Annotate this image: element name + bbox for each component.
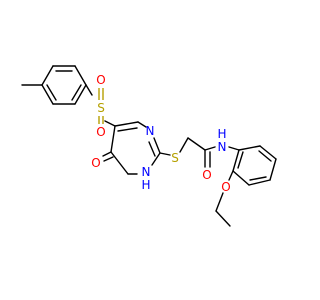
sulfonyl-o-lower-label: O: [96, 125, 105, 139]
phenyl-bond: [259, 145, 277, 160]
carbonyl-nitrogen-bond: [204, 146, 216, 151]
pyrimidine-bond: [110, 151, 129, 175]
phenyl-bond: [248, 179, 271, 186]
pyrimidine-heteroatoms: N N H O: [91, 124, 154, 192]
phenyl-bond: [232, 149, 240, 172]
ether-ethyl-bond: [215, 192, 224, 212]
tolyl-bond: [41, 84, 54, 105]
pyrimidine-bond: [110, 125, 116, 153]
aryl-sulfonyl-bond: [85, 84, 93, 96]
sulfonyl-s-label: S: [97, 101, 105, 115]
ring-n-upper-label: N: [146, 124, 155, 138]
pyrimidine-double-bond: [117, 127, 138, 132]
phenyl-bond: [269, 158, 277, 181]
pyrimidine-bond: [153, 137, 161, 154]
thioether-s-label: S: [171, 151, 179, 165]
molecule-structure: S O O N N H O S O N H O: [21, 65, 277, 227]
sulfonyl-pyrimidine-bond: [104, 120, 116, 127]
pyrimidine-bond: [114, 121, 139, 127]
sulfonyl-o-upper-label: O: [96, 73, 105, 87]
keto-double-bond: [102, 151, 112, 157]
tolyl-double-bond: [46, 84, 57, 101]
keto-double-bond: [103, 156, 114, 162]
thioether-methylene-bond: [179, 137, 189, 153]
tolyl-bond: [74, 65, 87, 86]
ring-nh-h-label: H: [141, 178, 150, 192]
tolyl-bond: [41, 65, 54, 86]
tolyl-bond: [74, 84, 87, 105]
pyrimidine-thioether-bond: [159, 152, 171, 156]
ethyl-bond: [215, 210, 231, 227]
linker-atoms: S O N H O: [171, 127, 231, 194]
pyrimidine-double-bond: [148, 141, 156, 157]
tolyl-double-bond: [71, 84, 82, 101]
aryl-ether-bond: [228, 170, 234, 181]
methylene-carbonyl-bond: [187, 137, 206, 151]
ether-o-label: O: [221, 180, 230, 194]
nitrogen-aryl-bond: [228, 146, 240, 151]
ring-nh-label: N: [142, 165, 151, 179]
phenyl-bond: [238, 145, 261, 151]
phenyl-double-bond: [249, 176, 267, 181]
pyrimidine-bond: [137, 121, 147, 128]
keto-o-label: O: [91, 156, 100, 170]
phenyl-double-bond: [258, 150, 272, 162]
amide-o-label: O: [202, 168, 211, 182]
amide-h-label: H: [217, 127, 226, 141]
phenyl-bond: [232, 170, 250, 186]
phenyl-double-bond: [237, 151, 244, 169]
bonds: [21, 65, 277, 227]
sulfonyl-group: S O O: [96, 73, 105, 139]
pyrimidine-bond: [151, 152, 161, 166]
amide-n-label: N: [218, 140, 227, 154]
